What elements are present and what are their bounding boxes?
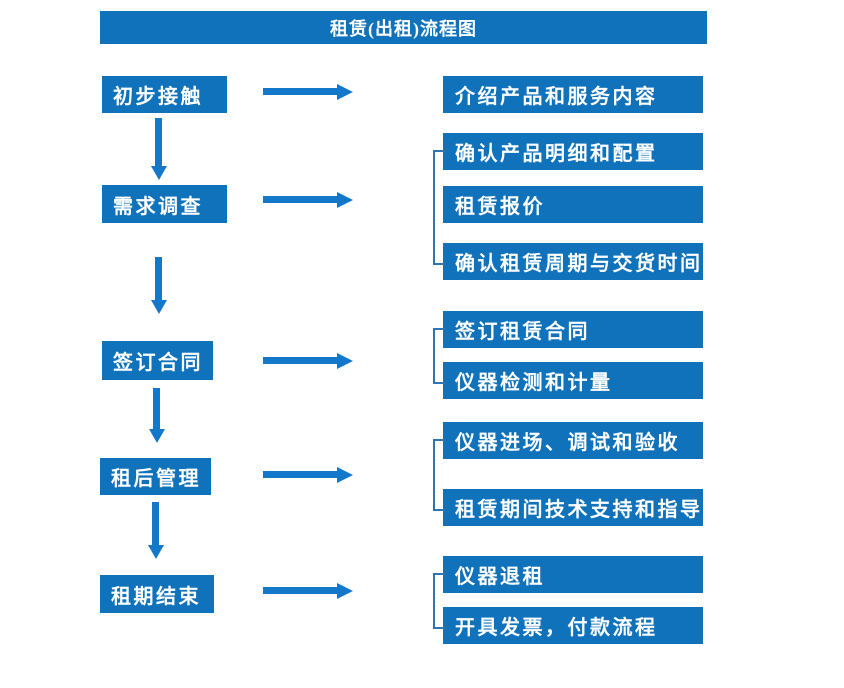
step-box-sign-contract: 签订合同 [102, 341, 213, 380]
detail-box: 开具发票，付款流程 [443, 607, 703, 644]
arrow-down-icon [155, 118, 162, 166]
group-bracket [433, 573, 445, 629]
step-box-post-rental-mgmt: 租后管理 [100, 458, 211, 495]
arrow-down-icon [152, 502, 159, 545]
detail-box: 仪器检测和计量 [443, 362, 703, 399]
arrow-right-icon [263, 357, 337, 364]
arrow-right-icon [263, 471, 337, 478]
detail-box: 租赁期间技术支持和指导 [443, 489, 703, 526]
arrow-right-icon [263, 196, 337, 203]
arrow-right-icon [263, 88, 337, 95]
step-box-initial-contact: 初步接触 [102, 76, 227, 113]
detail-box: 确认租赁周期与交货时间 [443, 243, 703, 280]
step-box-demand-survey: 需求调查 [102, 185, 227, 223]
arrow-down-icon [153, 388, 160, 429]
detail-box: 仪器退租 [443, 556, 703, 593]
group-bracket [433, 328, 445, 384]
arrow-down-icon [155, 257, 162, 300]
detail-box: 签订租赁合同 [443, 311, 703, 348]
detail-box: 介绍产品和服务内容 [443, 76, 703, 113]
detail-box: 确认产品明细和配置 [443, 133, 703, 170]
detail-box: 仪器进场、调试和验收 [443, 422, 703, 459]
detail-box: 租赁报价 [443, 186, 703, 223]
arrow-right-icon [263, 587, 337, 594]
step-box-rental-end: 租期结束 [100, 575, 214, 613]
flowchart-title: 租赁(出租)流程图 [100, 11, 707, 44]
group-bracket [433, 439, 445, 511]
group-bracket [433, 150, 445, 265]
